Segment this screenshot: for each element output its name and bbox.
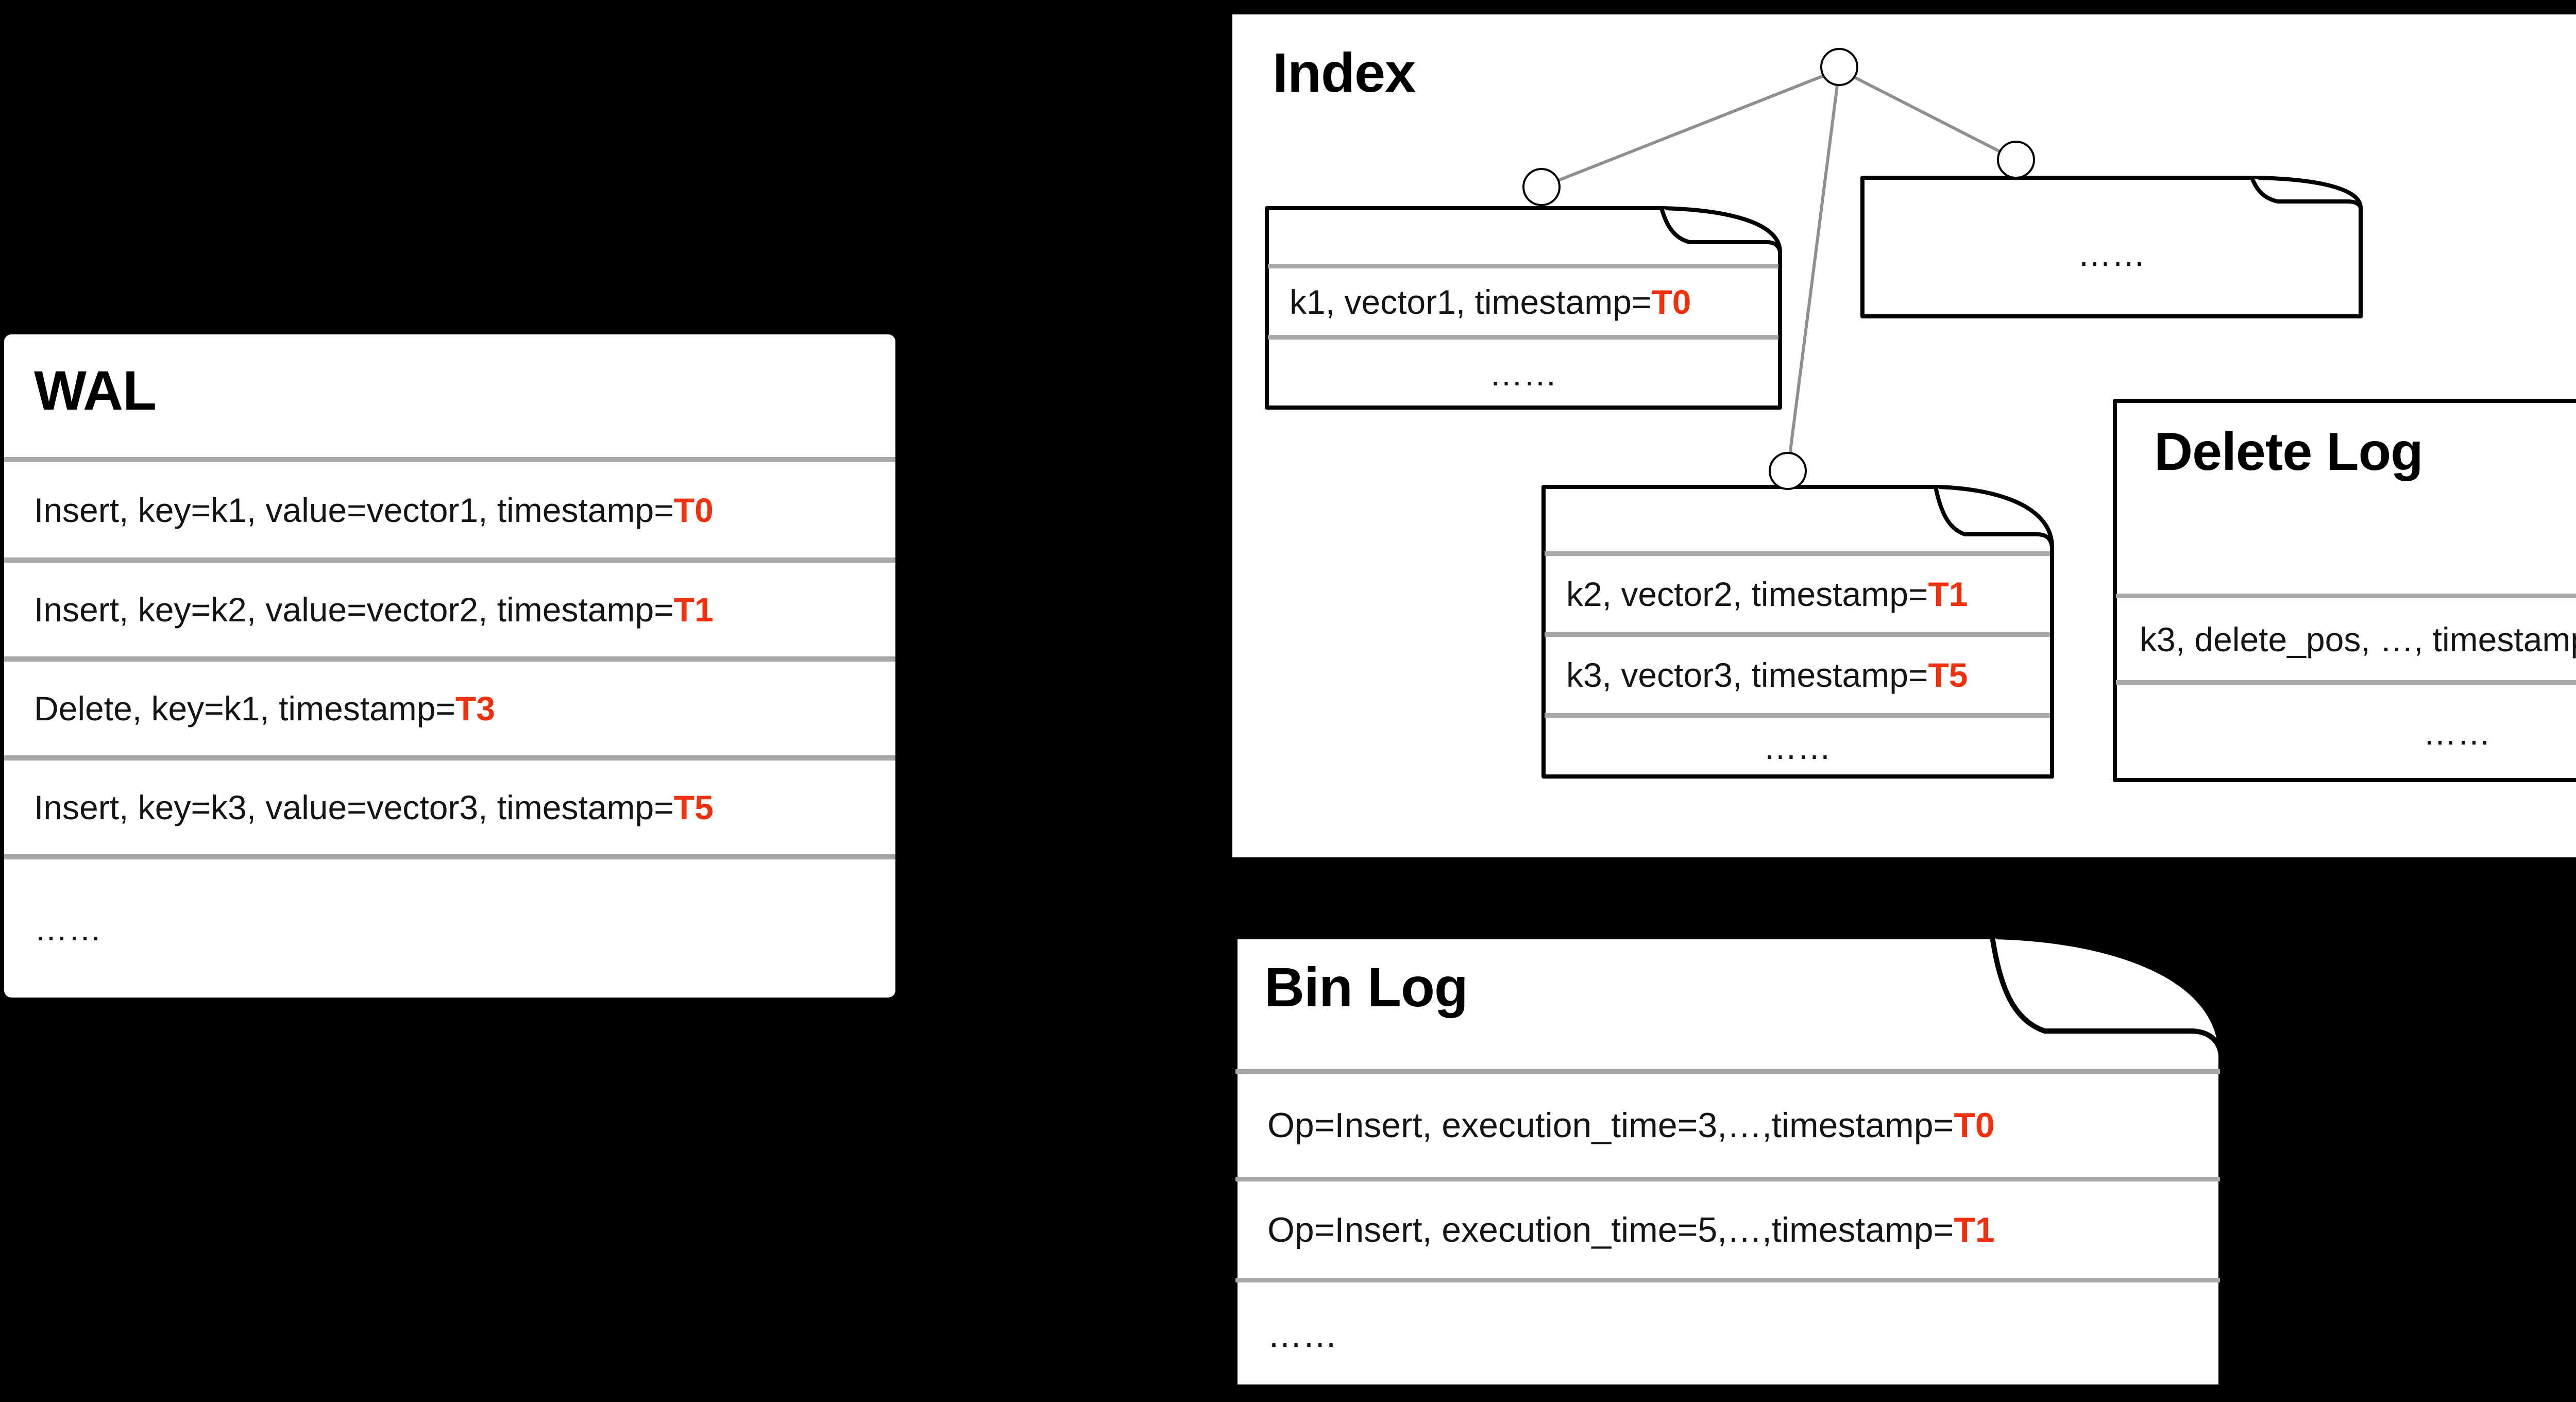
segment-row-text: k2, vector2, timestamp= xyxy=(1566,575,1928,613)
wal-row: Insert, key=k2, value=vector2, timestamp… xyxy=(4,558,895,656)
bin-log-row-timestamp: T1 xyxy=(1954,1210,1995,1249)
wal-row-timestamp: T0 xyxy=(673,491,714,529)
index-segment-file-k1: k1, vector1, timestamp=T0 …… xyxy=(1265,206,1783,410)
segment-row-text: k1, vector1, timestamp= xyxy=(1290,282,1652,321)
bin-log-row-text: …… xyxy=(1267,1315,1337,1355)
wal-row: Insert, key=k3, value=vector3, timestamp… xyxy=(4,755,895,854)
index-title: Index xyxy=(1273,41,1416,104)
delete-log-row: k3, delete_pos, …, timestamp=T3 xyxy=(2116,594,2576,680)
file-outline xyxy=(1232,934,2224,1390)
bin-log-row: …… xyxy=(1235,1278,2220,1387)
wal-row-timestamp: T3 xyxy=(455,689,496,728)
bin-log-file: Bin Log Op=Insert, execution_time=3,…,ti… xyxy=(1232,934,2224,1390)
file-outline xyxy=(1265,206,1782,410)
segment-row-text: …… xyxy=(2077,234,2146,273)
wal-row-text: Insert, key=k3, value=vector3, timestamp… xyxy=(34,788,674,826)
segment-row-timestamp: T0 xyxy=(1651,282,1691,321)
bin-log-row: Op=Insert, execution_time=3,…,timestamp=… xyxy=(1235,1069,2220,1177)
delete-log-title: Delete Log xyxy=(2154,422,2424,482)
segment-row: …… xyxy=(1268,335,1778,408)
wal-row: Insert, key=k1, value=vector1, timestamp… xyxy=(4,457,895,558)
wal-row-text: …… xyxy=(34,909,102,948)
wal-row: …… xyxy=(4,854,895,998)
wal-row-timestamp: T5 xyxy=(673,788,714,826)
file-outline xyxy=(1860,176,2363,318)
segment-row-text: …… xyxy=(1763,728,1832,766)
wal-row-text: Insert, key=k1, value=vector1, timestamp… xyxy=(34,491,674,529)
delete-log-file: Delete Log k3, delete_pos, …, timestamp=… xyxy=(2113,399,2576,782)
bin-log-row-text: Op=Insert, execution_time=3,…,timestamp= xyxy=(1267,1106,1954,1145)
segment-row-text: k3, vector3, timestamp= xyxy=(1566,656,1928,694)
wal-title: WAL xyxy=(34,359,157,421)
wal-row: Delete, key=k1, timestamp=T3 xyxy=(4,656,895,755)
delete-log-row: …… xyxy=(2116,680,2576,780)
wal-panel: WAL Insert, key=k1, value=vector1, times… xyxy=(4,334,895,998)
segment-row: k3, vector3, timestamp=T5 xyxy=(1545,632,2050,713)
delete-log-row-text: k3, delete_pos, …, timestamp= xyxy=(2140,620,2576,658)
file-outline xyxy=(1541,485,2054,779)
delete-log-row-text: …… xyxy=(2423,713,2491,752)
segment-row-timestamp: T5 xyxy=(1928,656,1968,694)
segment-row-text: …… xyxy=(1489,354,1557,393)
segment-row-timestamp: T1 xyxy=(1928,575,1968,613)
file-outline xyxy=(2113,399,2576,782)
bin-log-row-text: Op=Insert, execution_time=5,…,timestamp= xyxy=(1267,1210,1954,1249)
segment-row: k1, vector1, timestamp=T0 xyxy=(1268,264,1778,335)
wal-row-text: Insert, key=k2, value=vector2, timestamp… xyxy=(34,590,674,629)
bin-log-title: Bin Log xyxy=(1264,956,1468,1018)
index-segment-file-more: …… xyxy=(1860,176,2363,318)
bin-log-row: Op=Insert, execution_time=5,…,timestamp=… xyxy=(1235,1177,2220,1278)
wal-row-timestamp: T1 xyxy=(673,590,714,629)
segment-row: k2, vector2, timestamp=T1 xyxy=(1545,551,2050,632)
wal-row-text: Delete, key=k1, timestamp= xyxy=(34,689,456,728)
segment-row: …… xyxy=(1545,713,2050,776)
bin-log-row-timestamp: T0 xyxy=(1954,1106,1995,1145)
index-segment-file-k2k3: k2, vector2, timestamp=T1 k3, vector3, t… xyxy=(1541,485,2054,779)
